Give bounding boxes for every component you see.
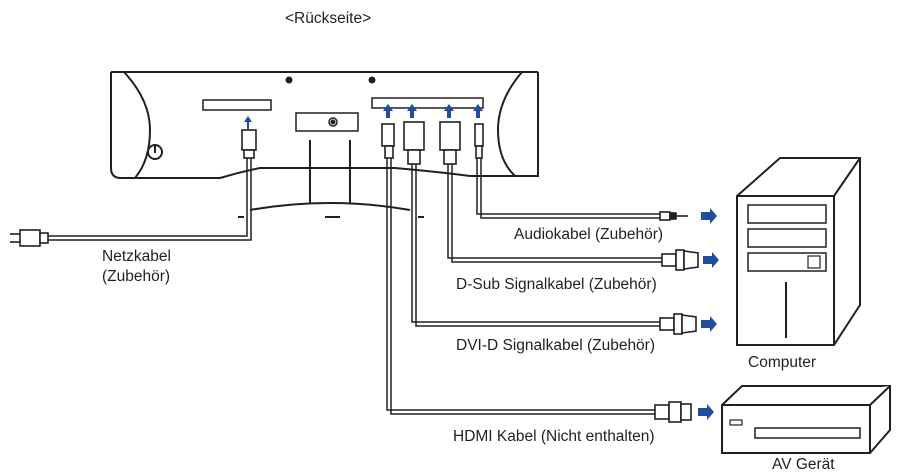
port-arrows: [244, 104, 483, 129]
cable-connectors: [654, 211, 699, 423]
av-device-label: AV Gerät: [772, 456, 835, 473]
power-plug: [10, 229, 49, 247]
power-cable-label: Netzkabel: [102, 248, 171, 265]
monitor-back: [110, 71, 539, 179]
computer-tower: [736, 157, 861, 346]
power-cable-note: (Zubehör): [102, 268, 171, 285]
dsub-cable-label: D-Sub Signalkabel (Zubehör): [456, 276, 657, 293]
cables: [40, 158, 662, 415]
signal-arrows: [698, 208, 719, 420]
diagram-title: <Rückseite>: [285, 10, 372, 27]
audio-cable-label: Audiokabel (Zubehör): [514, 226, 664, 243]
monitor-stand: [238, 140, 424, 218]
computer-label: Computer: [748, 354, 817, 371]
monitor-plugs: [241, 121, 484, 165]
av-device: [721, 385, 891, 454]
hdmi-cable-label: HDMI Kabel (Nicht enthalten): [453, 428, 655, 445]
dvi-cable-label: DVI-D Signalkabel (Zubehör): [456, 337, 656, 354]
